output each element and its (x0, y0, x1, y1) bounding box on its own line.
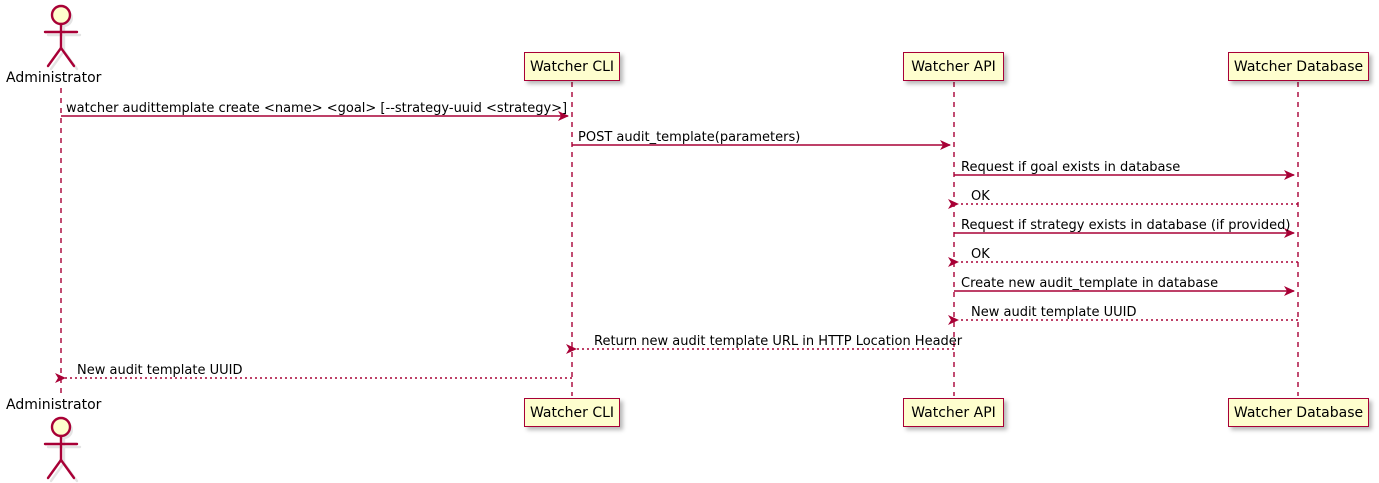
participant-label: Watcher Database (1233, 58, 1364, 75)
actor-head-icon (50, 4, 72, 26)
message-label-10: New audit template UUID (77, 363, 243, 378)
message-label-9: Return new audit template URL in HTTP Lo… (594, 334, 963, 349)
actor-figure-administrator-bottom (43, 416, 82, 483)
message-label-2: POST audit_template(parameters) (578, 130, 801, 145)
message-label-7: Create new audit_template in database (961, 276, 1219, 291)
participant-label: Watcher Database (1233, 404, 1364, 421)
message-label-1: watcher audittemplate create <name> <goa… (66, 101, 568, 116)
participant-box-api-bottom[interactable]: Watcher API (903, 398, 1004, 427)
message-label-6: OK (971, 247, 990, 262)
lifelines (60, 82, 1299, 396)
participant-label: Watcher CLI (529, 58, 615, 75)
participant-label: Watcher CLI (529, 404, 615, 421)
message-label-8: New audit template UUID (971, 305, 1137, 320)
message-arrows (55, 111, 1298, 383)
participant-box-cli-top[interactable]: Watcher CLI (524, 52, 620, 81)
message-label-4: OK (971, 189, 990, 204)
message-label-3: Request if goal exists in database (961, 160, 1181, 175)
participant-label: Watcher API (911, 404, 996, 421)
participant-label: Watcher API (911, 58, 996, 75)
actor-label-administrator-bottom: Administrator (6, 397, 102, 413)
actor-figure-administrator-top (43, 4, 82, 71)
actor-head-icon (50, 416, 72, 438)
actor-label-administrator-top: Administrator (6, 70, 102, 86)
message-label-5: Request if strategy exists in database (… (961, 218, 1291, 233)
participant-box-db-bottom[interactable]: Watcher Database (1228, 398, 1369, 427)
participant-box-cli-bottom[interactable]: Watcher CLI (524, 398, 620, 427)
participant-box-db-top[interactable]: Watcher Database (1228, 52, 1369, 81)
participant-box-api-top[interactable]: Watcher API (903, 52, 1004, 81)
